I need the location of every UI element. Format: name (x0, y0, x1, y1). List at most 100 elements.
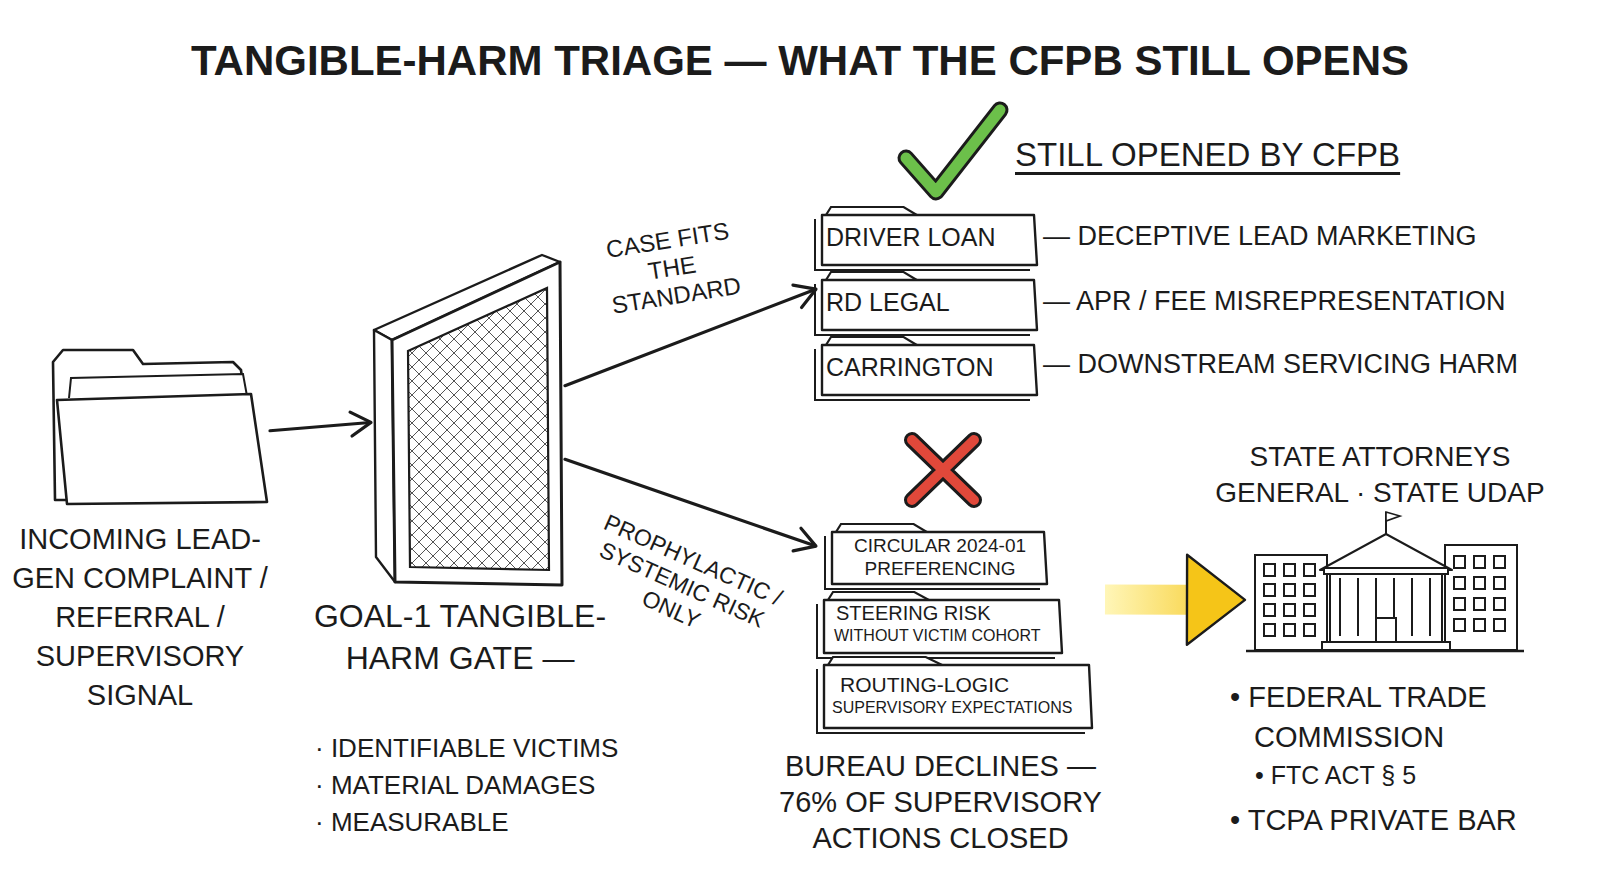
title-text: TANGIBLE-HARM TRIAGE — WHAT THE CFPB STI… (0, 34, 1600, 88)
building-window (1454, 556, 1465, 568)
declined-group: BUREAU DECLINES — 76% OF SUPERVISORY ACT… (815, 520, 1105, 735)
courthouse-cornice (1324, 568, 1448, 574)
node-detail: · MEASURABLE (315, 804, 509, 841)
building-window (1454, 598, 1465, 610)
building-window (1304, 604, 1315, 616)
node-outline (45, 340, 270, 505)
flag (1386, 512, 1400, 521)
building-window (1494, 556, 1505, 568)
node-label: DRIVER LOAN (826, 221, 995, 253)
folder-tab (828, 592, 929, 600)
folder-tab (828, 657, 942, 665)
opened-group: STILL OPENED BY CFPBDRIVER LOAN— DECEPTI… (815, 130, 1535, 405)
flow-arrow (565, 290, 815, 386)
building-window (1264, 584, 1275, 596)
side-building (1445, 545, 1517, 650)
building-window (1264, 624, 1275, 636)
gate-frame (392, 262, 562, 585)
building-group (1246, 512, 1524, 651)
building-window (1284, 624, 1295, 636)
declined-folder: ROUTING-LOGICSUPERVISORY EXPECTATIONS (822, 655, 1095, 730)
building-window (1494, 619, 1505, 631)
folder-tab (836, 524, 927, 532)
building-window (1494, 598, 1505, 610)
courthouse-column (1429, 578, 1431, 636)
folder-body (824, 600, 1062, 653)
check-mark-outline (906, 110, 1000, 192)
building-window (1284, 564, 1295, 576)
building-window (1284, 584, 1295, 596)
case-folder: RD LEGAL— APR / FEE MISREPRESENTATION (820, 270, 1040, 332)
cross-mark (912, 440, 974, 500)
inbox-folder: INCOMING LEAD-GEN COMPLAINT / REFERRAL /… (45, 340, 270, 505)
gate-mesh (408, 288, 549, 570)
node-label: BUREAU DECLINES — 76% OF SUPERVISORY ACT… (768, 748, 1113, 856)
courthouse-column (1411, 578, 1413, 636)
node-label: GOAL-1 TANGIBLE-HARM GATE — (310, 595, 610, 679)
case-folder: DRIVER LOAN— DECEPTIVE LEAD MARKETING (820, 205, 1040, 267)
building-window (1474, 598, 1485, 610)
node-label: STATE ATTORNEYS GENERAL · STATE UDAP (1190, 439, 1570, 511)
node-detail: • FEDERAL TRADE COMMISSION (1230, 677, 1560, 757)
filter-gate: GOAL-1 TANGIBLE-HARM GATE —· IDENTIFIABL… (370, 255, 565, 590)
node-detail: WITHOUT VICTIM COHORT (834, 626, 1041, 646)
building-window (1264, 564, 1275, 576)
node-label: RD LEGAL (826, 286, 950, 318)
building-window (1454, 619, 1465, 631)
referral-arrow (1105, 585, 1188, 615)
folder-body (822, 345, 1037, 395)
node-detail: • FTC ACT § 5 (1255, 760, 1416, 790)
folder-body (822, 280, 1037, 330)
flow-arrow (565, 459, 815, 545)
node-detail: · IDENTIFIABLE VICTIMS (315, 730, 618, 767)
node-label: ROUTING-LOGIC (840, 672, 1009, 697)
courthouse-column (1357, 578, 1359, 636)
folder-tab (826, 337, 917, 345)
node-detail: · MATERIAL DAMAGES (315, 767, 595, 804)
ground-line (1246, 650, 1524, 652)
node-label: CARRINGTON (826, 351, 994, 383)
flow-arrow (270, 423, 370, 431)
node-label: STEERING RISK (836, 601, 990, 625)
side-building (1255, 555, 1327, 650)
declined-folder: CIRCULAR 2024-01 PREFERENCING (830, 522, 1050, 586)
building-window (1474, 577, 1485, 589)
building-window (1474, 619, 1485, 631)
node-label: CIRCULAR 2024-01 PREFERENCING (836, 534, 1044, 580)
agency-buildings: STATE ATTORNEYS GENERAL · STATE UDAP• FE… (1250, 510, 1520, 655)
check-mark-fill (906, 110, 1000, 192)
courthouse-pediment (1320, 534, 1452, 570)
case-folder: CARRINGTON— DOWNSTREAM SERVICING HARM (820, 335, 1040, 397)
edge-label: CASE FITS THE STANDARD (590, 215, 753, 322)
node-detail: — APR / FEE MISREPRESENTATION (1043, 285, 1506, 317)
courthouse-door (1376, 618, 1396, 644)
folder-body (824, 665, 1092, 728)
node-detail: — DECEPTIVE LEAD MARKETING (1043, 220, 1477, 252)
building-window (1304, 584, 1315, 596)
node-detail: • TCPA PRIVATE BAR (1230, 802, 1517, 838)
courthouse-body (1330, 572, 1442, 644)
building-window (1474, 556, 1485, 568)
building-window (1284, 604, 1295, 616)
edge-label: PROPHYLACTIC / SYSTEMIC RISK ONLY (563, 502, 801, 668)
check-mark (906, 110, 1000, 192)
building-window (1304, 624, 1315, 636)
folder-body (832, 532, 1047, 584)
folder-body (822, 215, 1037, 265)
node-outline (1250, 510, 1520, 655)
cross-mark-fill (912, 440, 974, 500)
declined-folder: STEERING RISKWITHOUT VICTIM COHORT (822, 590, 1065, 655)
node-detail: SUPERVISORY EXPECTATIONS (832, 698, 1072, 718)
building-window (1304, 564, 1315, 576)
node-label: STILL OPENED BY CFPB (1015, 135, 1400, 175)
building-window (1264, 604, 1275, 616)
building-window (1494, 577, 1505, 589)
folder-tab (826, 272, 917, 280)
node-outline (370, 255, 565, 590)
folder-front (57, 394, 267, 504)
courthouse-steps (1322, 642, 1450, 650)
node-label: INCOMING LEAD-GEN COMPLAINT / REFERRAL /… (12, 520, 268, 715)
node-detail: — DOWNSTREAM SERVICING HARM (1043, 348, 1518, 380)
